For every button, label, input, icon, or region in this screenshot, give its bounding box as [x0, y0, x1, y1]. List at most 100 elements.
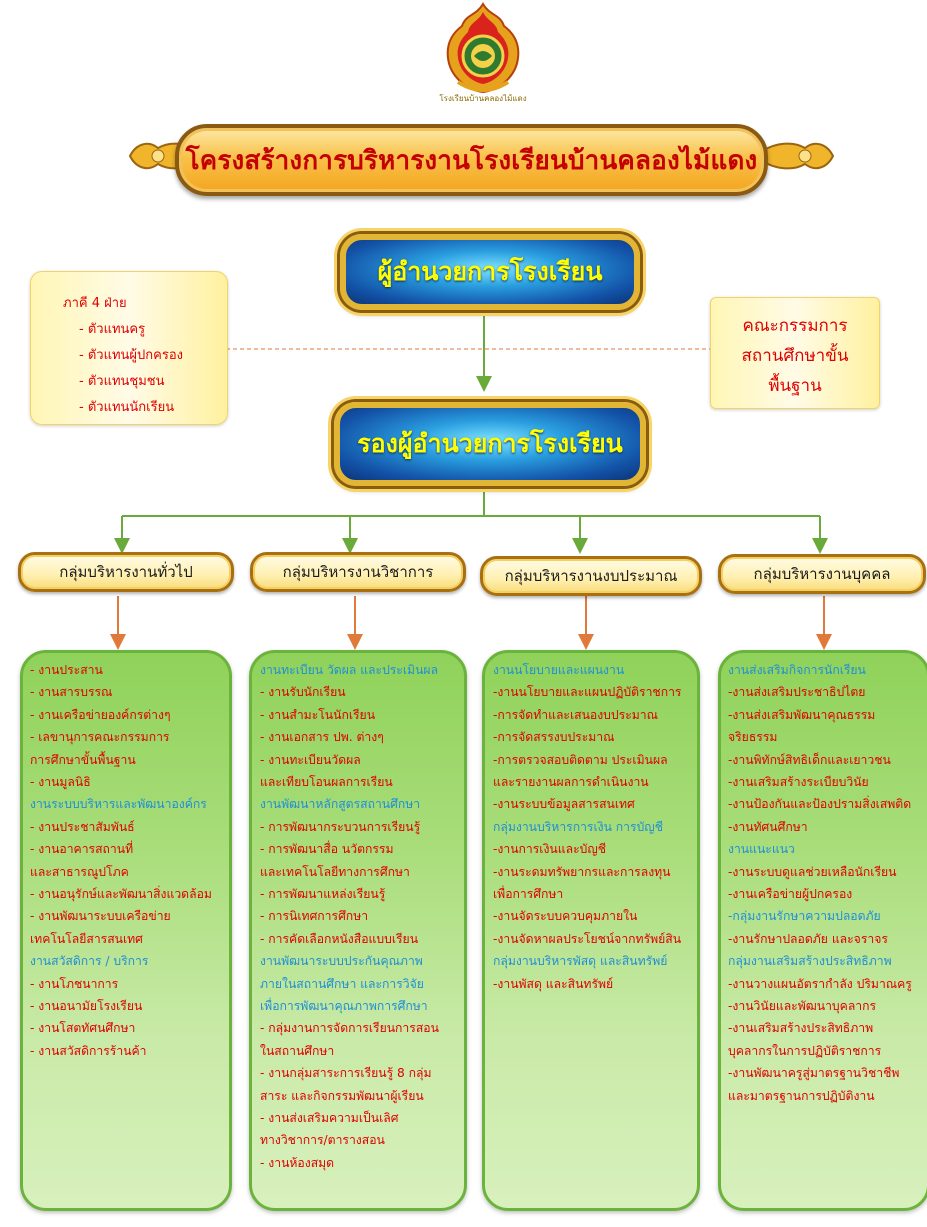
group-item: -งานส่งเสริมประชาธิปไตย [728, 685, 866, 700]
group-item: -งานจัดระบบควบคุมภายใน [493, 909, 638, 924]
group-item: - การพัฒนาแหล่งเรียนรู้ [260, 887, 386, 901]
group-item: - งานสำมะโนนักเรียน [260, 707, 376, 722]
group-item: และสาธารณูปโภค [30, 864, 129, 879]
group-item: กลุ่มงานบริหารการเงิน การบัญชี [493, 819, 663, 834]
group-header-general: กลุ่มบริหารงานทั่วไป [18, 552, 234, 592]
group-header-academic: กลุ่มบริหารงานวิชาการ [250, 552, 466, 592]
partners-box: ภาคี 4 ฝ่าย - ตัวแทนครู - ตัวแทนผู้ปกครอ… [30, 271, 228, 425]
group-item: เพื่อการพัฒนาคุณภาพการศึกษา [260, 999, 428, 1013]
group-item: - งานโภชนาการ [30, 976, 119, 991]
group-item: งานระบบบริหารและพัฒนาองค์กร [30, 797, 207, 812]
group-item: - เลขานุการคณะกรรมการ [30, 730, 170, 745]
group-item: การศึกษาขั้นพื้นฐาน [30, 752, 136, 767]
group-item: - การพัฒนากระบวนการเรียนรู้ [260, 819, 421, 834]
deputy-director-label: รองผู้อำนวยการโรงเรียน [357, 429, 623, 458]
group-item: - งานอาคารสถานที่ [30, 842, 134, 857]
group-item: ในสถานศึกษา [260, 1043, 335, 1058]
group-item: งานนโยบายและแผนงาน [493, 663, 625, 677]
group-item: งานส่งเสริมกิจการนักเรียน [728, 663, 866, 677]
group-item: กลุ่มงานบริหารพัสดุ และสินทรัพย์ [493, 954, 668, 969]
group-item: งานทะเบียน วัดผล และประเมินผล [260, 663, 439, 677]
school-board-box: คณะกรรมการ สถานศึกษาขั้น พื้นฐาน [710, 297, 880, 409]
group-header-personnel: กลุ่มบริหารงานบุคคล [718, 554, 926, 594]
group-item: - งานเอกสาร ปพ. ต่างๆ [260, 730, 384, 745]
group-item: - งานเครือข่ายองค์กรต่างๆ [30, 707, 171, 722]
board-line: สถานศึกษาขั้น [741, 346, 849, 366]
group-item: - การพัฒนาสื่อ นวัตกรรม [260, 842, 394, 857]
group-column-budget [482, 650, 700, 1211]
director-box: ผู้อำนวยการโรงเรียน [340, 234, 640, 310]
group-item: งานพัฒนาหลักสูตรสถานศึกษา [260, 797, 421, 812]
group-item: - การคัดเลือกหนังสือแบบเรียน [260, 931, 419, 946]
group-column-general [20, 650, 232, 1211]
group-item: จริยธรรม [728, 730, 778, 745]
logo-caption: โรงเรียนบ้านคลองไม้แดง [439, 94, 527, 103]
group-item: - งานสวัสดิการร้านค้า [30, 1043, 147, 1058]
group-item: -กลุ่มงานรักษาความปลอดภัย [728, 909, 881, 924]
partner-item: - ตัวแทนชุมชน [79, 374, 165, 389]
group-column-personnel [718, 650, 927, 1211]
group-item: -งานพัฒนาครูสู่มาตรฐานวิชาชีพ [728, 1066, 900, 1081]
group-item: -งานจัดหาผลประโยชน์จากทรัพย์สิน [493, 931, 682, 946]
group-item: -งานนโยบายและแผนปฏิบัติราชการ [493, 685, 682, 700]
group-column-academic [249, 650, 467, 1211]
group-header-label: กลุ่มบริหารงานงบประมาณ [504, 567, 678, 585]
group-header-budget: กลุ่มบริหารงานงบประมาณ [480, 556, 702, 596]
group-item: -การตรวจสอบติดตาม ประเมินผล [493, 752, 668, 767]
group-item: บุคลากรในการปฏิบัติราชการ [728, 1043, 882, 1058]
page-title-banner: โครงสร้างการบริหารงานโรงเรียนบ้านคลองไม้… [175, 124, 768, 196]
group-item: -งานเสริมสร้างระเบียบวินัย [728, 775, 869, 789]
group-item: - งานส่งเสริมความเป็นเลิศ [260, 1111, 399, 1125]
group-item: - งานประสาน [30, 663, 103, 677]
group-item: -งานเสริมสร้างประสิทธิภาพ [728, 1021, 874, 1036]
group-item: -งานระดมทรัพยากรและการลงทุน [493, 864, 671, 879]
group-header-label: กลุ่มบริหารงานบุคคล [753, 565, 891, 583]
group-item: -งานเครือข่ายผู้ปกครอง [728, 887, 853, 901]
group-item: -งานวางแผนอัตรากำลัง ปริมาณครู [728, 976, 912, 991]
group-item: งานสวัสดิการ / บริการ [30, 954, 149, 969]
director-label: ผู้อำนวยการโรงเรียน [377, 257, 603, 286]
group-item: -การจัดทำและเสนองบประมาณ [493, 707, 658, 722]
group-item: -การจัดสรรงบประมาณ [493, 730, 615, 745]
group-item: สาระ และกิจกรรมพัฒนาผู้เรียน [260, 1088, 424, 1103]
group-item: - งานอนุรักษ์และพัฒนาสิ่งแวดล้อม [30, 887, 212, 901]
group-item: -งานพิทักษ์สิทธิเด็กและเยาวชน [728, 752, 891, 767]
group-item: -งานป้องกันและป้องปรามสิ่งเสพติด [728, 797, 912, 812]
group-item: - งานห้องสมุด [260, 1155, 335, 1170]
group-item: - งานรับนักเรียน [260, 685, 346, 700]
group-item: -งานทัศนศึกษา [728, 819, 808, 834]
partner-item: - ตัวแทนครู [79, 322, 146, 337]
group-item: - งานสารบรรณ [30, 685, 113, 700]
partners-title: ภาคี 4 ฝ่าย [63, 296, 127, 311]
group-item: ภายในสถานศึกษา และการวิจัย [260, 976, 424, 991]
group-header-label: กลุ่มบริหารงานทั่วไป [59, 563, 193, 581]
group-item: และเทียบโอนผลการเรียน [260, 775, 393, 789]
school-emblem-icon [438, 2, 528, 112]
board-line: พื้นฐาน [768, 376, 822, 396]
group-item: - งานอนามัยโรงเรียน [30, 999, 143, 1013]
group-item: งานพัฒนาระบบประกันคุณภาพ [260, 954, 423, 969]
group-item: ทางวิชาการ/ตารางสอน [260, 1133, 385, 1148]
group-item: -งานรักษาปลอดภัย และจราจร [728, 931, 888, 946]
group-item: -งานวินัยและพัฒนาบุคลากร [728, 999, 877, 1013]
group-item: - การนิเทศการศึกษา [260, 909, 369, 924]
group-item: - งานกลุ่มสาระการเรียนรู้ 8 กลุ่ม [260, 1066, 432, 1081]
group-item: กลุ่มงานเสริมสร้างประสิทธิภาพ [728, 954, 892, 969]
group-item: - งานมูลนิธิ [30, 775, 91, 789]
banner-ornament-right-icon [755, 142, 835, 170]
partner-item: - ตัวแทนผู้ปกครอง [79, 348, 183, 363]
group-item: -งานส่งเสริมพัฒนาคุณธรรม [728, 707, 876, 722]
group-item: เพื่อการศึกษา [493, 887, 564, 901]
group-item: และมาตรฐานการปฏิบัติงาน [728, 1088, 875, 1103]
group-item: - งานโสตทัศนศึกษา [30, 1021, 136, 1036]
group-item: - กลุ่มงานการจัดการเรียนการสอน [260, 1021, 439, 1036]
group-item: -งานระบบดูแลช่วยเหลือนักเรียน [728, 864, 897, 879]
group-item: - งานพัฒนาระบบเครือข่าย [30, 909, 171, 924]
deputy-director-box: รองผู้อำนวยการโรงเรียน [334, 402, 646, 486]
group-item: -งานการเงินและบัญชี [493, 842, 607, 857]
group-item: งานแนะแนว [728, 842, 795, 857]
group-item: - งานทะเบียนวัดผล [260, 752, 361, 767]
partner-item: - ตัวแทนนักเรียน [79, 400, 175, 415]
group-item: - งานประชาสัมพันธ์ [30, 819, 135, 834]
